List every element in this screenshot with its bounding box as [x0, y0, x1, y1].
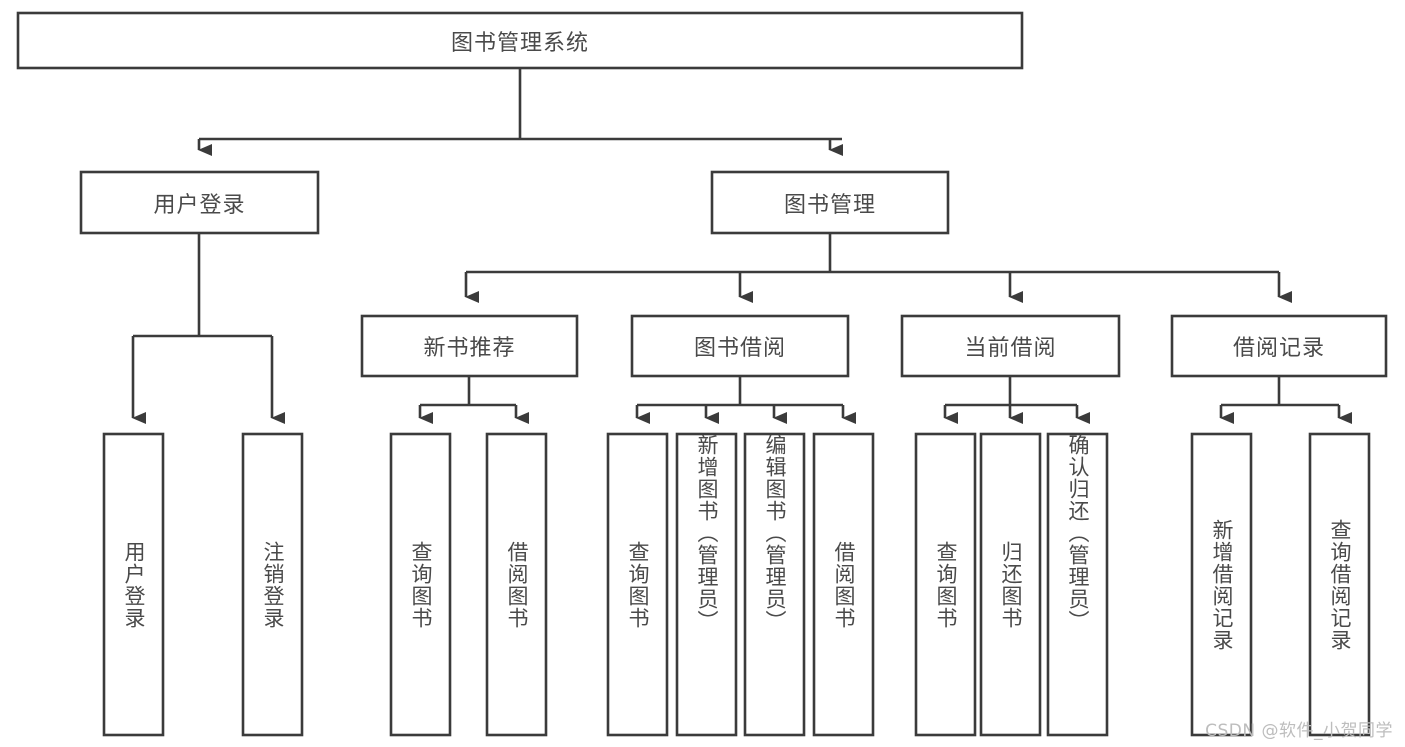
leaf-box-user-login[interactable] — [102, 432, 165, 737]
leaf-box-edit-book-admin[interactable] — [743, 432, 806, 737]
leaf-box-logout[interactable] — [241, 432, 304, 737]
connector-borrow-record-to-leaves — [1219, 376, 1352, 424]
leaf-box-borrow-book-rec[interactable] — [485, 432, 548, 737]
node-new-book-recommend-box[interactable] — [360, 314, 579, 378]
node-current-borrow-box[interactable] — [900, 314, 1121, 378]
leaf-box-query-borrow-record[interactable] — [1308, 432, 1371, 737]
leaf-box-query-book-rec[interactable] — [389, 432, 452, 737]
leaf-box-confirm-return-admin[interactable] — [1046, 432, 1109, 737]
connector-book-management-to-level3 — [464, 233, 1292, 303]
leaf-box-borrow-book[interactable] — [812, 432, 875, 737]
leaf-box-query-book-current[interactable] — [914, 432, 977, 737]
node-book-borrow-box[interactable] — [630, 314, 850, 378]
leaf-box-add-borrow-record[interactable] — [1190, 432, 1253, 737]
node-root-box[interactable] — [16, 11, 1024, 70]
leaf-box-return-book[interactable] — [979, 432, 1042, 737]
leaf-box-query-book-borrow[interactable] — [606, 432, 669, 737]
connector-new-book-recommend-to-leaves — [418, 376, 529, 424]
watermark-text: CSDN @软件_小贺同学 — [1205, 721, 1393, 741]
leaf-box-add-book-admin[interactable] — [675, 432, 738, 737]
node-borrow-record-box[interactable] — [1170, 314, 1388, 378]
node-user-login-box[interactable] — [79, 170, 320, 235]
connector-user-login-to-leaves — [131, 233, 285, 424]
connector-book-borrow-to-leaves — [635, 376, 856, 424]
connector-root-to-level2 — [197, 68, 843, 156]
node-book-management-box[interactable] — [710, 170, 950, 235]
connector-current-borrow-to-leaves — [943, 376, 1090, 424]
